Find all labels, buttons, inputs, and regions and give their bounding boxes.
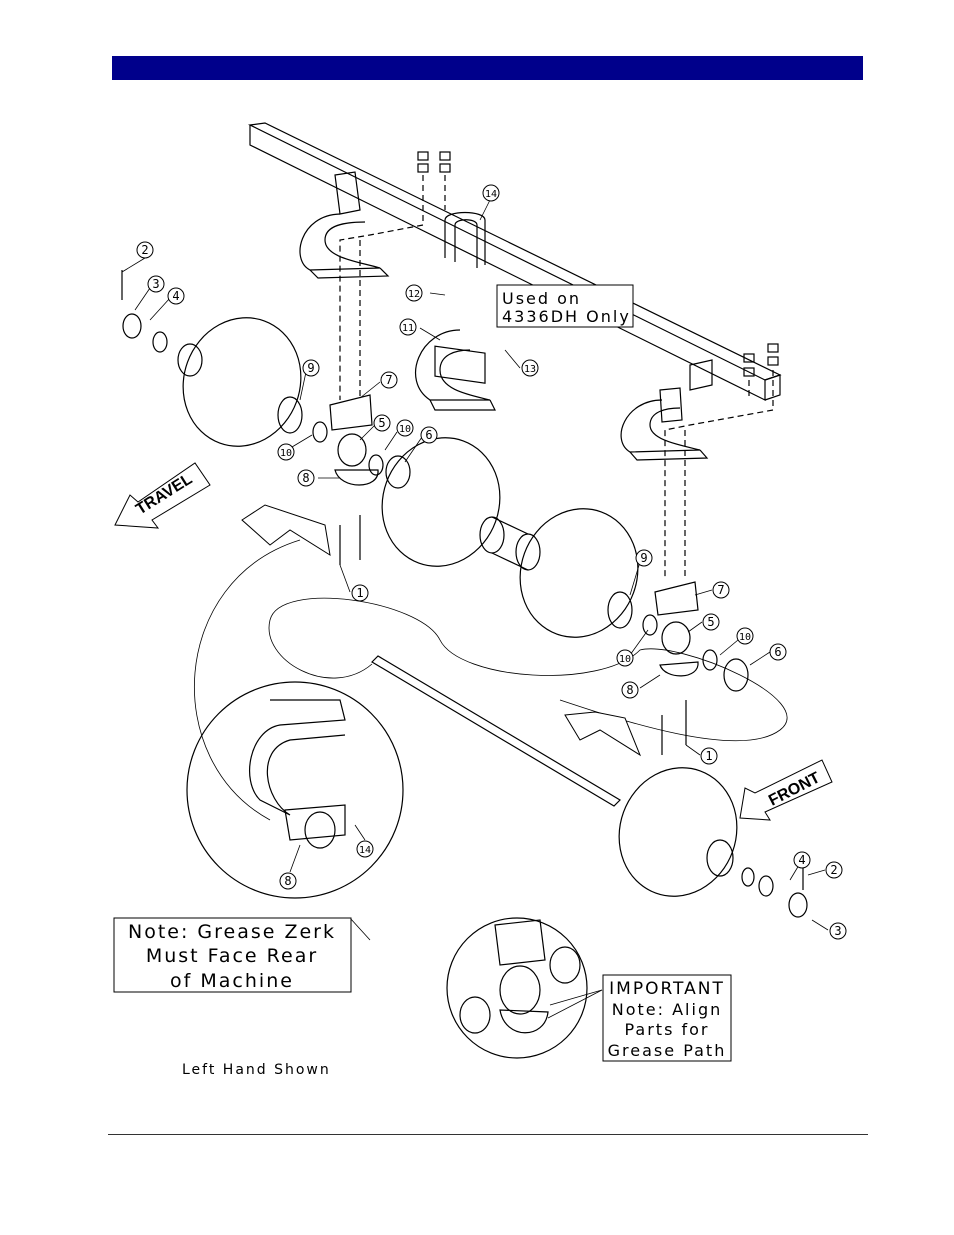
callout-8a: 8 (302, 471, 309, 485)
callout-8b: 8 (626, 683, 633, 697)
assembly-curve-left (193, 539, 301, 821)
used-on-note: Used on 4336DH Only (496, 284, 634, 328)
travel-arrow: TRAVEL (114, 462, 211, 529)
exploded-arrow-right (564, 711, 642, 757)
u-bolt (444, 211, 486, 268)
detail-circle-right (446, 917, 588, 1059)
disc-right (519, 508, 639, 638)
disc-center (381, 437, 501, 567)
callout-10d: 10 (619, 654, 631, 665)
callout-10c: 10 (739, 632, 751, 643)
upper-bracket-right (620, 387, 709, 461)
callout-12: 12 (408, 289, 420, 300)
callout-4a: 4 (172, 289, 179, 303)
center-bracket (414, 329, 496, 411)
leader-lines (121, 197, 829, 1019)
callout-10b: 10 (280, 448, 292, 459)
used-on-line-1: Used on (502, 289, 581, 308)
exploded-arrow-left (241, 504, 331, 557)
callout-4b: 4 (798, 853, 805, 867)
callout-3b: 3 (834, 924, 841, 938)
detail-circle-left (186, 681, 404, 899)
bearing-assembly-lower (607, 581, 808, 918)
important-line-3: Parts for (624, 1020, 709, 1039)
callout-13: 13 (524, 364, 536, 375)
detail-bracket (249, 699, 346, 849)
left-hand-shown-label: Left Hand Shown (182, 1062, 331, 1078)
plate (434, 345, 486, 384)
important-line-2: Note: Align (612, 1000, 722, 1019)
callout-5b: 5 (707, 615, 714, 629)
spacer-spool (479, 516, 541, 571)
grease-zerk-line-1: Note: Grease Zerk (128, 921, 336, 943)
important-line-1: IMPORTANT (609, 979, 725, 999)
important-note: IMPORTANT Note: Align Parts for Grease P… (602, 974, 732, 1062)
callout-5a: 5 (378, 416, 385, 430)
callout-2a: 2 (141, 243, 148, 257)
detail-align (459, 919, 581, 1034)
nuts-top (417, 151, 779, 377)
callout-9b: 9 (640, 551, 647, 565)
footer-rule (108, 1134, 868, 1135)
used-on-line-2: 4336DH Only (502, 307, 631, 326)
callout-14b: 14 (359, 845, 371, 856)
callout-7a: 7 (385, 373, 392, 387)
hidden-lines (339, 175, 774, 580)
callout-6b: 6 (774, 645, 781, 659)
assembly-loop (268, 597, 788, 742)
grease-zerk-note: Note: Grease Zerk Must Face Rear of Mach… (113, 917, 352, 993)
disc-lower-right (618, 767, 738, 897)
bolts (121, 270, 804, 890)
front-arrow: FRONT (739, 759, 833, 821)
important-line-4: Grease Path (608, 1041, 727, 1060)
header-bar (112, 56, 863, 80)
callout-1a: 1 (356, 586, 363, 600)
callout-7b: 7 (717, 583, 724, 597)
callout-3a: 3 (152, 277, 159, 291)
grease-zerk-line-3: of Machine (170, 970, 294, 992)
grease-zerk-line-2: Must Face Rear (146, 945, 318, 967)
bearing-assembly-upper (122, 313, 411, 489)
axle-shaft (371, 655, 621, 807)
frame-tube (247, 122, 782, 401)
callout-9a: 9 (307, 361, 314, 375)
upper-bracket-left (299, 171, 390, 279)
callout-6a: 6 (425, 428, 432, 442)
callout-2b: 2 (830, 863, 837, 877)
callout-circles (136, 184, 847, 940)
callout-11: 11 (402, 323, 414, 334)
callout-1b: 1 (705, 749, 712, 763)
callout-10a: 10 (399, 424, 411, 435)
disc-upper-left (182, 317, 302, 447)
callout-8c: 8 (284, 874, 291, 888)
callout-14a: 14 (485, 189, 497, 200)
